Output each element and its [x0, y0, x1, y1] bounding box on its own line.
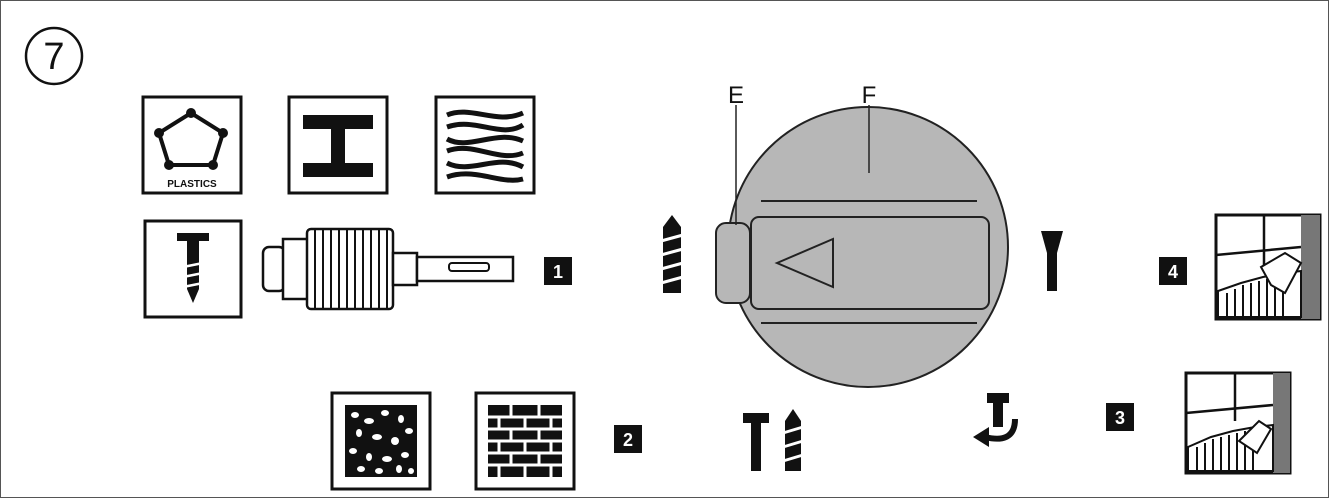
figure-number-badge: 7	[24, 26, 84, 86]
chiseling-tiles-icon-2	[1184, 371, 1292, 475]
drill-bit-icon	[660, 215, 684, 293]
chisel-rotation-icon	[973, 393, 1018, 447]
mode-4-marker: 4	[1159, 257, 1187, 285]
brick-wall-icon	[474, 391, 576, 491]
mode-1-marker: 1	[544, 257, 572, 285]
mode-selector-dial: E F	[715, 82, 1009, 388]
plastics-material-icon: PLASTICS	[141, 95, 243, 195]
chiseling-tiles-icon	[1214, 213, 1322, 321]
mode-2-marker: 2	[614, 425, 642, 453]
concrete-icon	[330, 391, 432, 491]
mode-1-label: 1	[553, 262, 563, 282]
mode-3-label: 3	[1115, 408, 1125, 428]
figure-number: 7	[43, 36, 64, 78]
label-f: F	[862, 82, 877, 109]
drill-chuck-icon	[261, 227, 515, 311]
hammer-drill-icon	[743, 409, 804, 471]
steel-beam-icon	[287, 95, 389, 195]
screw-icon	[143, 219, 243, 319]
wood-grain-icon	[434, 95, 536, 195]
mode-3-marker: 3	[1106, 403, 1134, 431]
release-button-e[interactable]	[715, 222, 751, 304]
label-e: E	[728, 82, 744, 109]
chisel-icon	[1041, 231, 1063, 291]
plastics-label: PLASTICS	[167, 179, 217, 190]
mode-4-label: 4	[1168, 262, 1178, 282]
mode-2-label: 2	[623, 430, 633, 450]
